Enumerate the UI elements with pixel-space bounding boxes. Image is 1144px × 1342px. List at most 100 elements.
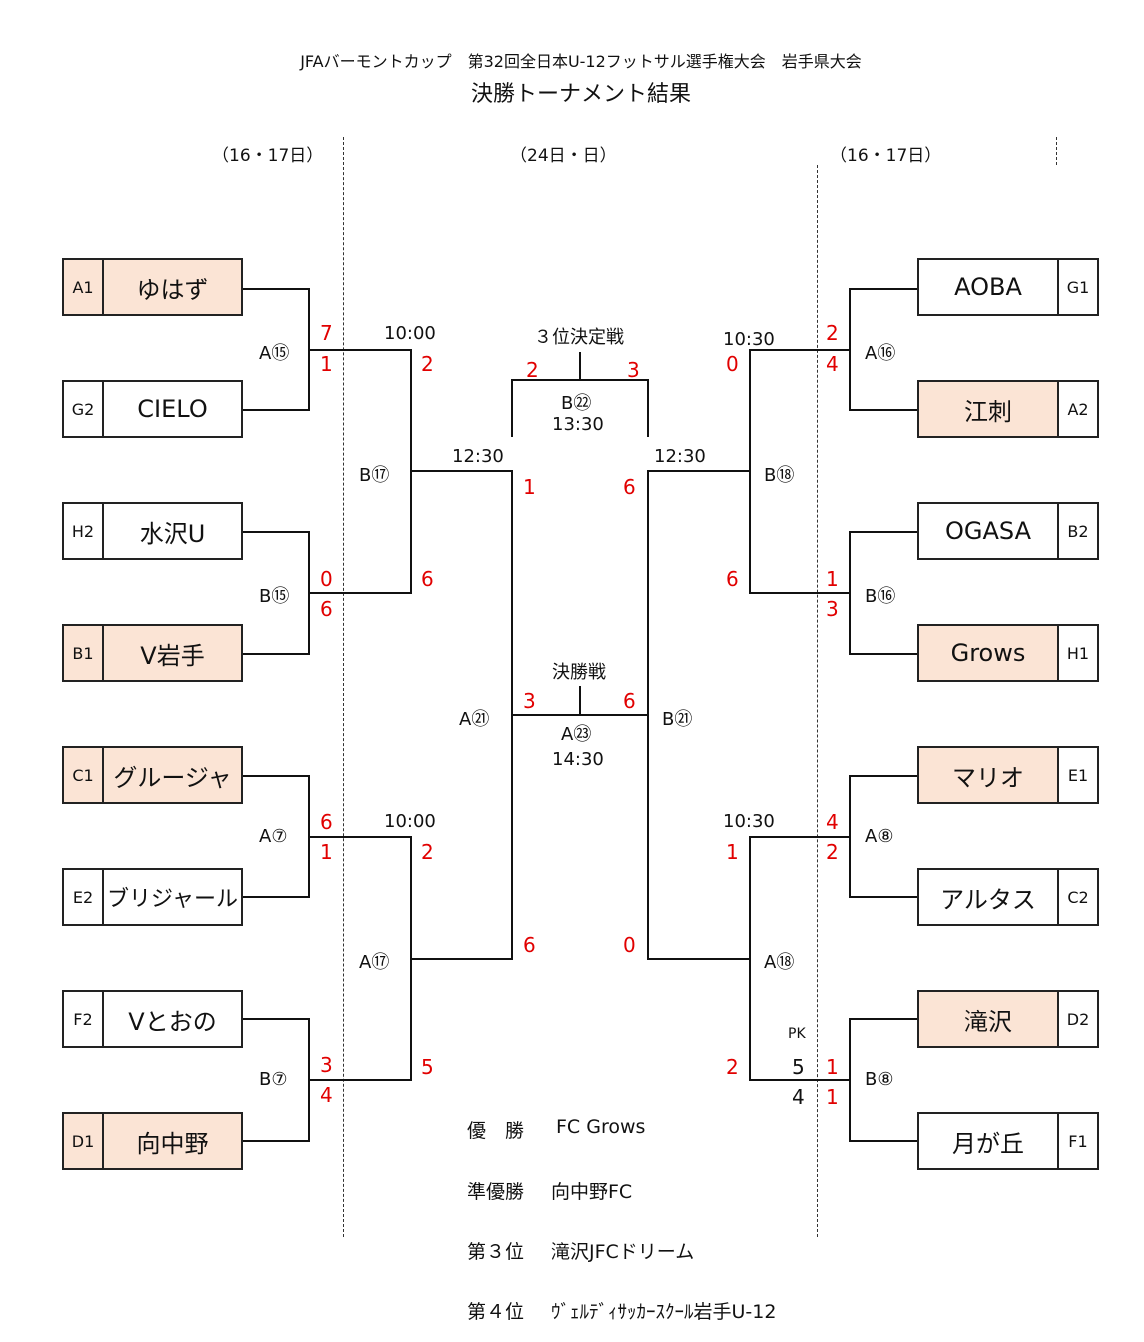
third-place-label: ３位決定戦 xyxy=(534,327,624,348)
kickoff-time: 12:30 xyxy=(452,446,504,467)
kickoff-time: 14:30 xyxy=(552,749,604,770)
team-code: C2 xyxy=(1057,870,1097,924)
team-box-g2: G2 CIELO xyxy=(62,380,243,438)
team-code: H1 xyxy=(1057,626,1097,680)
team-code: F2 xyxy=(64,992,104,1046)
kickoff-time: 10:30 xyxy=(723,329,775,350)
match-label-b18: B⑱ xyxy=(764,465,795,486)
kickoff-time: 10:30 xyxy=(723,811,775,832)
team-name: AOBA xyxy=(954,273,1022,301)
score: 1 xyxy=(523,475,536,499)
team-code: E2 xyxy=(64,870,104,924)
team-name: ブリジャール xyxy=(107,887,238,912)
result-rank: 準優勝 xyxy=(467,1181,525,1203)
match-label-b22: B㉒ xyxy=(561,393,592,414)
team-code: F1 xyxy=(1057,1114,1097,1168)
score: 0 xyxy=(726,352,739,376)
team-box-e1: マリオ E1 xyxy=(917,746,1099,804)
score: 6 xyxy=(623,689,636,713)
kickoff-time: 12:30 xyxy=(654,446,706,467)
final-label: 決勝戦 xyxy=(552,662,606,683)
team-code: G2 xyxy=(64,382,104,436)
team-box-c1: C1 グルージャ xyxy=(62,746,243,804)
score: 1 xyxy=(726,840,739,864)
score: 1 xyxy=(826,1085,839,1109)
team-code: D1 xyxy=(64,1114,104,1168)
result-team: FC Grows xyxy=(556,1116,646,1138)
score: 4 xyxy=(826,810,839,834)
score: 1 xyxy=(826,567,839,591)
match-label-a8: A⑧ xyxy=(865,826,894,847)
match-label-a7: A⑦ xyxy=(259,826,288,847)
match-label-a16: A⑯ xyxy=(865,343,896,364)
score: 0 xyxy=(623,933,636,957)
team-box-f2: F2 Vとおの xyxy=(62,990,243,1048)
team-code: B1 xyxy=(64,626,104,680)
score: 1 xyxy=(320,352,333,376)
match-label-a21: A㉑ xyxy=(459,709,490,730)
team-code: D2 xyxy=(1057,992,1097,1046)
team-code: H2 xyxy=(64,504,104,558)
score: 4 xyxy=(320,1083,333,1107)
score: 5 xyxy=(421,1055,434,1079)
team-box-f1: 月が丘 F1 xyxy=(917,1112,1099,1170)
kickoff-time: 10:00 xyxy=(384,323,436,344)
team-name: Vとおの xyxy=(128,1007,217,1036)
kickoff-time: 10:00 xyxy=(384,811,436,832)
page-subtitle: 決勝トーナメント結果 xyxy=(470,82,691,107)
result-rank: 優 勝 xyxy=(467,1120,525,1142)
team-box-h1: Grows H1 xyxy=(917,624,1099,682)
score: 6 xyxy=(320,597,333,621)
score: 0 xyxy=(320,567,333,591)
match-label-b16: B⑯ xyxy=(865,586,896,607)
team-box-a1: A1 ゆはず xyxy=(62,258,243,316)
score: 3 xyxy=(523,689,536,713)
team-name: マリオ xyxy=(919,748,1057,802)
score: 6 xyxy=(523,933,536,957)
score: 1 xyxy=(826,1055,839,1079)
team-name: グルージャ xyxy=(113,763,232,792)
team-box-a2: 江刺 A2 xyxy=(917,380,1099,438)
score: 2 xyxy=(826,840,839,864)
team-box-c2: アルタス C2 xyxy=(917,868,1099,926)
team-name: 月が丘 xyxy=(952,1129,1024,1158)
team-box-h2: H2 水沢U xyxy=(62,502,243,560)
team-name: OGASA xyxy=(944,517,1031,545)
team-name: アルタス xyxy=(940,885,1036,914)
right-date-header: （16・17日） xyxy=(830,146,942,166)
score: 7 xyxy=(320,321,333,345)
result-team: 向中野FC xyxy=(551,1181,633,1203)
team-name: 江刺 xyxy=(919,382,1057,436)
match-label-a17: A⑰ xyxy=(359,952,390,973)
team-name: V岩手 xyxy=(140,641,205,670)
result-rank: 第３位 xyxy=(467,1241,525,1263)
kickoff-time: 13:30 xyxy=(552,414,604,435)
team-box-b1: B1 V岩手 xyxy=(62,624,243,682)
left-divider xyxy=(343,137,344,1237)
result-rank: 第４位 xyxy=(467,1301,525,1323)
score: 4 xyxy=(826,352,839,376)
team-name: 滝沢 xyxy=(919,992,1057,1046)
team-name: 向中野 xyxy=(136,1129,209,1158)
page-title: JFAバーモントカップ 第32回全日本U-12フットサル選手権大会 岩手県大会 xyxy=(300,52,862,71)
team-code: A2 xyxy=(1057,382,1097,436)
team-code: B2 xyxy=(1057,504,1097,558)
left-date-header: （16・17日） xyxy=(212,146,324,166)
score: 6 xyxy=(320,810,333,834)
team-box-b2: OGASA B2 xyxy=(917,502,1099,560)
team-name: CIELO xyxy=(137,395,208,423)
score: 2 xyxy=(726,1055,739,1079)
match-label-a23: A㉓ xyxy=(561,724,592,745)
match-label-a18: A⑱ xyxy=(764,952,795,973)
team-code: C1 xyxy=(64,748,104,802)
score: 6 xyxy=(623,475,636,499)
match-label-b7: B⑦ xyxy=(259,1069,288,1090)
match-label-b8: B⑧ xyxy=(865,1069,894,1090)
team-box-g1: AOBA G1 xyxy=(917,258,1099,316)
match-label-b21: B㉑ xyxy=(662,709,693,730)
score: 3 xyxy=(826,597,839,621)
match-label-b15: B⑮ xyxy=(259,586,290,607)
score: 3 xyxy=(320,1053,333,1077)
team-box-d1: D1 向中野 xyxy=(62,1112,243,1170)
